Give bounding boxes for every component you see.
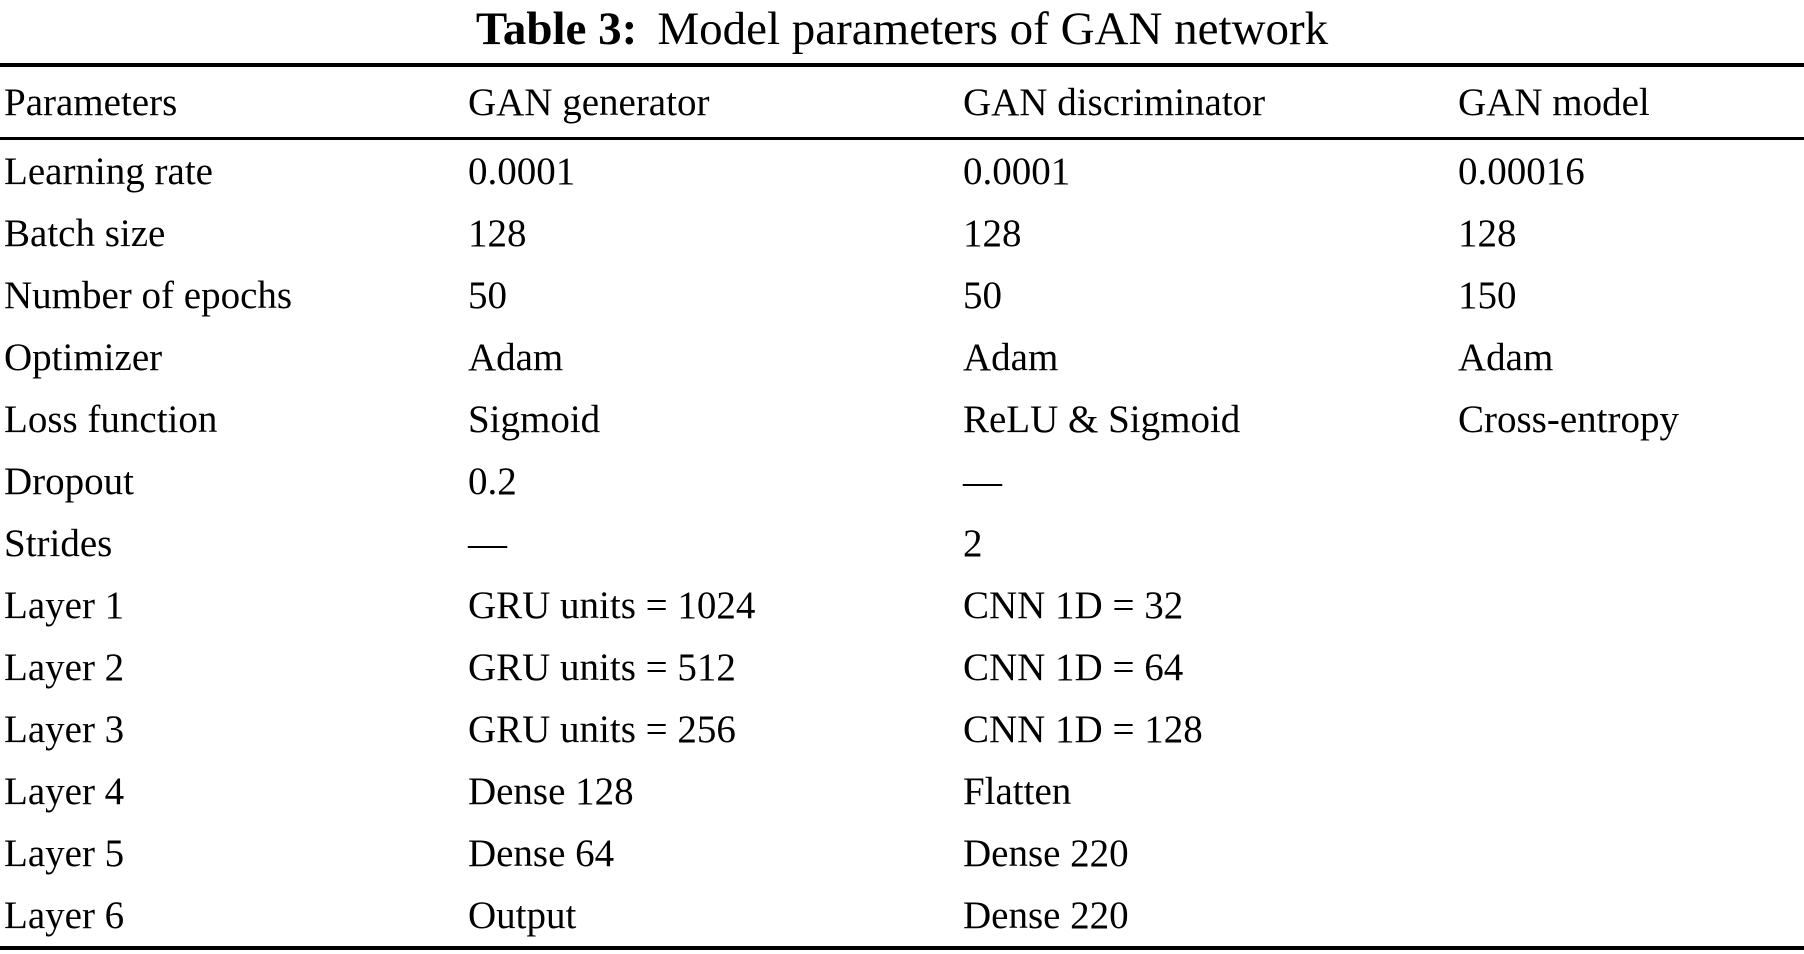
- parameter-cell: Optimizer: [4, 335, 163, 379]
- table-row: Layer 5 Dense 64 Dense 220: [0, 822, 1804, 884]
- generator-cell: Dense 128: [467, 769, 634, 813]
- parameter-cell: Learning rate: [4, 149, 213, 193]
- discriminator-cell: ReLU & Sigmoid: [962, 397, 1241, 441]
- parameter-cell: Loss function: [4, 397, 218, 441]
- discriminator-cell: CNN 1D = 64: [962, 645, 1184, 689]
- parameter-cell: Batch size: [4, 211, 166, 255]
- discriminator-cell: —: [962, 459, 1002, 503]
- generator-cell: GRU units = 256: [467, 707, 736, 751]
- parameter-cell: Layer 6: [4, 893, 125, 937]
- table-header: Parameters GAN generator GAN discriminat…: [0, 65, 1804, 140]
- col-header-generator: GAN generator: [467, 65, 963, 140]
- model-cell: [1458, 636, 1804, 698]
- table-row: Layer 2 GRU units = 512 CNN 1D = 64: [0, 636, 1804, 698]
- model-cell: [1458, 884, 1804, 948]
- generator-cell: 0.2: [467, 459, 517, 503]
- model-cell: Cross-entropy: [1457, 397, 1679, 441]
- generator-cell: 128: [467, 211, 527, 255]
- table-row: Optimizer Adam Adam Adam: [0, 326, 1804, 388]
- model-cell: [1458, 574, 1804, 636]
- gan-parameters-table: Parameters GAN generator GAN discriminat…: [0, 63, 1804, 950]
- generator-cell: 50: [467, 273, 507, 317]
- col-header-discriminator: GAN discriminator: [962, 65, 1458, 140]
- table-row: Layer 4 Dense 128 Flatten: [0, 760, 1804, 822]
- table-caption-label: Table 3:: [475, 3, 638, 55]
- parameter-cell: Strides: [4, 521, 113, 565]
- generator-cell: 0.0001: [467, 149, 576, 193]
- parameter-cell: Layer 4: [4, 769, 125, 813]
- table-row: Learning rate 0.0001 0.0001 0.00016: [0, 139, 1804, 203]
- generator-cell: Sigmoid: [467, 397, 601, 441]
- table-caption: Table 3: Model parameters of GAN network: [0, 0, 1804, 58]
- discriminator-cell: CNN 1D = 128: [962, 707, 1203, 751]
- parameter-cell: Dropout: [4, 459, 134, 503]
- col-header-model: GAN model: [1457, 65, 1804, 140]
- model-cell: 128: [1457, 211, 1517, 255]
- parameter-cell: Layer 2: [4, 645, 125, 689]
- generator-cell: Dense 64: [467, 831, 615, 875]
- model-cell: [1458, 698, 1804, 760]
- discriminator-cell: 2: [962, 521, 983, 565]
- model-cell: [1458, 450, 1804, 512]
- model-cell: [1458, 512, 1804, 574]
- discriminator-cell: Flatten: [962, 769, 1072, 813]
- generator-cell: Output: [467, 893, 577, 937]
- parameter-cell: Layer 3: [4, 707, 125, 751]
- table-row: Layer 3 GRU units = 256 CNN 1D = 128: [0, 698, 1804, 760]
- generator-cell: GRU units = 1024: [467, 583, 756, 627]
- parameter-cell: Layer 1: [4, 583, 125, 627]
- generator-cell: —: [467, 521, 507, 565]
- model-cell: 150: [1457, 273, 1517, 317]
- discriminator-cell: Dense 220: [962, 831, 1129, 875]
- header-row: Parameters GAN generator GAN discriminat…: [0, 65, 1804, 140]
- table-row: Batch size 128 128 128: [0, 202, 1804, 264]
- generator-cell: Adam: [467, 335, 564, 379]
- table-row: Loss function Sigmoid ReLU & Sigmoid Cross-…: [0, 388, 1804, 450]
- table-row: Number of epochs 50 50 150: [0, 264, 1804, 326]
- table-row: Layer 1 GRU units = 1024 CNN 1D = 32: [0, 574, 1804, 636]
- table-caption-text: Model parameters of GAN network: [657, 3, 1329, 55]
- table-row: Layer 6 Output Dense 220: [0, 884, 1804, 948]
- discriminator-cell: 128: [962, 211, 1022, 255]
- model-cell: 0.00016: [1457, 149, 1585, 193]
- discriminator-cell: Dense 220: [962, 893, 1129, 937]
- col-header-parameters: Parameters: [0, 65, 468, 140]
- discriminator-cell: 0.0001: [962, 149, 1071, 193]
- parameter-cell: Number of epochs: [4, 273, 293, 317]
- model-cell: [1458, 760, 1804, 822]
- parameter-cell: Layer 5: [4, 831, 125, 875]
- table-row: Dropout 0.2 —: [0, 450, 1804, 512]
- generator-cell: GRU units = 512: [467, 645, 736, 689]
- model-cell: [1458, 822, 1804, 884]
- discriminator-cell: Adam: [962, 335, 1059, 379]
- table-row: Strides — 2: [0, 512, 1804, 574]
- discriminator-cell: CNN 1D = 32: [962, 583, 1184, 627]
- model-cell: Adam: [1457, 335, 1554, 379]
- discriminator-cell: 50: [962, 273, 1002, 317]
